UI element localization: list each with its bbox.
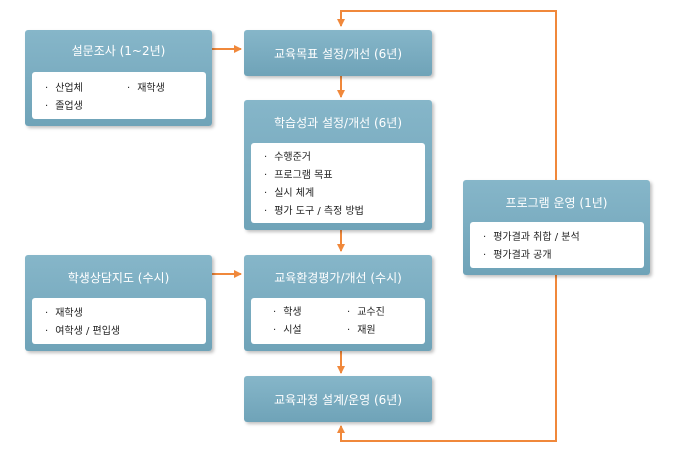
list-item: 평가 도구 / 측정 방법: [264, 202, 364, 217]
list-item: 교수진: [347, 303, 385, 318]
env-list: 학생 교수진 시설 재원: [251, 298, 425, 344]
list-item: 프로그램 목표: [264, 166, 332, 181]
curriculum-box: 교육과정 설계/운영 (6년): [244, 376, 432, 422]
curriculum-title: 교육과정 설계/운영 (6년): [273, 393, 403, 407]
list-item: 산업체: [45, 79, 83, 94]
arrow-program-to-goal: [337, 10, 557, 180]
list-item: 재학생: [45, 304, 83, 319]
goal-box: 교육목표 설정/개선 (6년): [244, 30, 432, 76]
list-item: 평가결과 공개: [483, 246, 551, 261]
counsel-list: 재학생 여학생 / 편입생: [32, 298, 206, 344]
outcome-title: 학습성과 설정/개선 (6년): [273, 116, 403, 130]
list-item: 실시 체계: [264, 184, 314, 199]
list-item: 시설: [273, 321, 301, 336]
arrow-program-to-curriculum: [337, 275, 557, 442]
outcome-box: 학습성과 설정/개선 (6년) 수행준거 프로그램 목표 실시 체계 평가 도구…: [244, 100, 432, 230]
counsel-title: 학생상담지도 (수시): [67, 271, 170, 285]
list-item: 재원: [347, 321, 375, 336]
survey-list: 산업체 재학생 졸업생: [32, 72, 206, 119]
outcome-list: 수행준거 프로그램 목표 실시 체계 평가 도구 / 측정 방법: [251, 143, 425, 223]
env-box: 교육환경평가/개선 (수시) 학생 교수진 시설 재원: [244, 255, 432, 351]
list-item: 평가결과 취합 / 분석: [483, 228, 580, 243]
goal-title: 교육목표 설정/개선 (6년): [273, 47, 403, 61]
list-item: 재학생: [127, 79, 165, 94]
survey-box: 설문조사 (1~2년) 산업체 재학생 졸업생: [25, 30, 212, 126]
counsel-box: 학생상담지도 (수시) 재학생 여학생 / 편입생: [25, 255, 212, 351]
list-item: 여학생 / 편입생: [45, 322, 120, 337]
program-box: 프로그램 운영 (1년) 평가결과 취합 / 분석 평가결과 공개: [463, 180, 650, 275]
list-item: 졸업생: [45, 97, 83, 112]
survey-title: 설문조사 (1~2년): [71, 44, 166, 58]
program-list: 평가결과 취합 / 분석 평가결과 공개: [470, 222, 644, 268]
program-title: 프로그램 운영 (1년): [505, 196, 608, 210]
env-title: 교육환경평가/개선 (수시): [274, 271, 402, 285]
list-item: 학생: [273, 303, 301, 318]
list-item: 수행준거: [264, 148, 311, 163]
